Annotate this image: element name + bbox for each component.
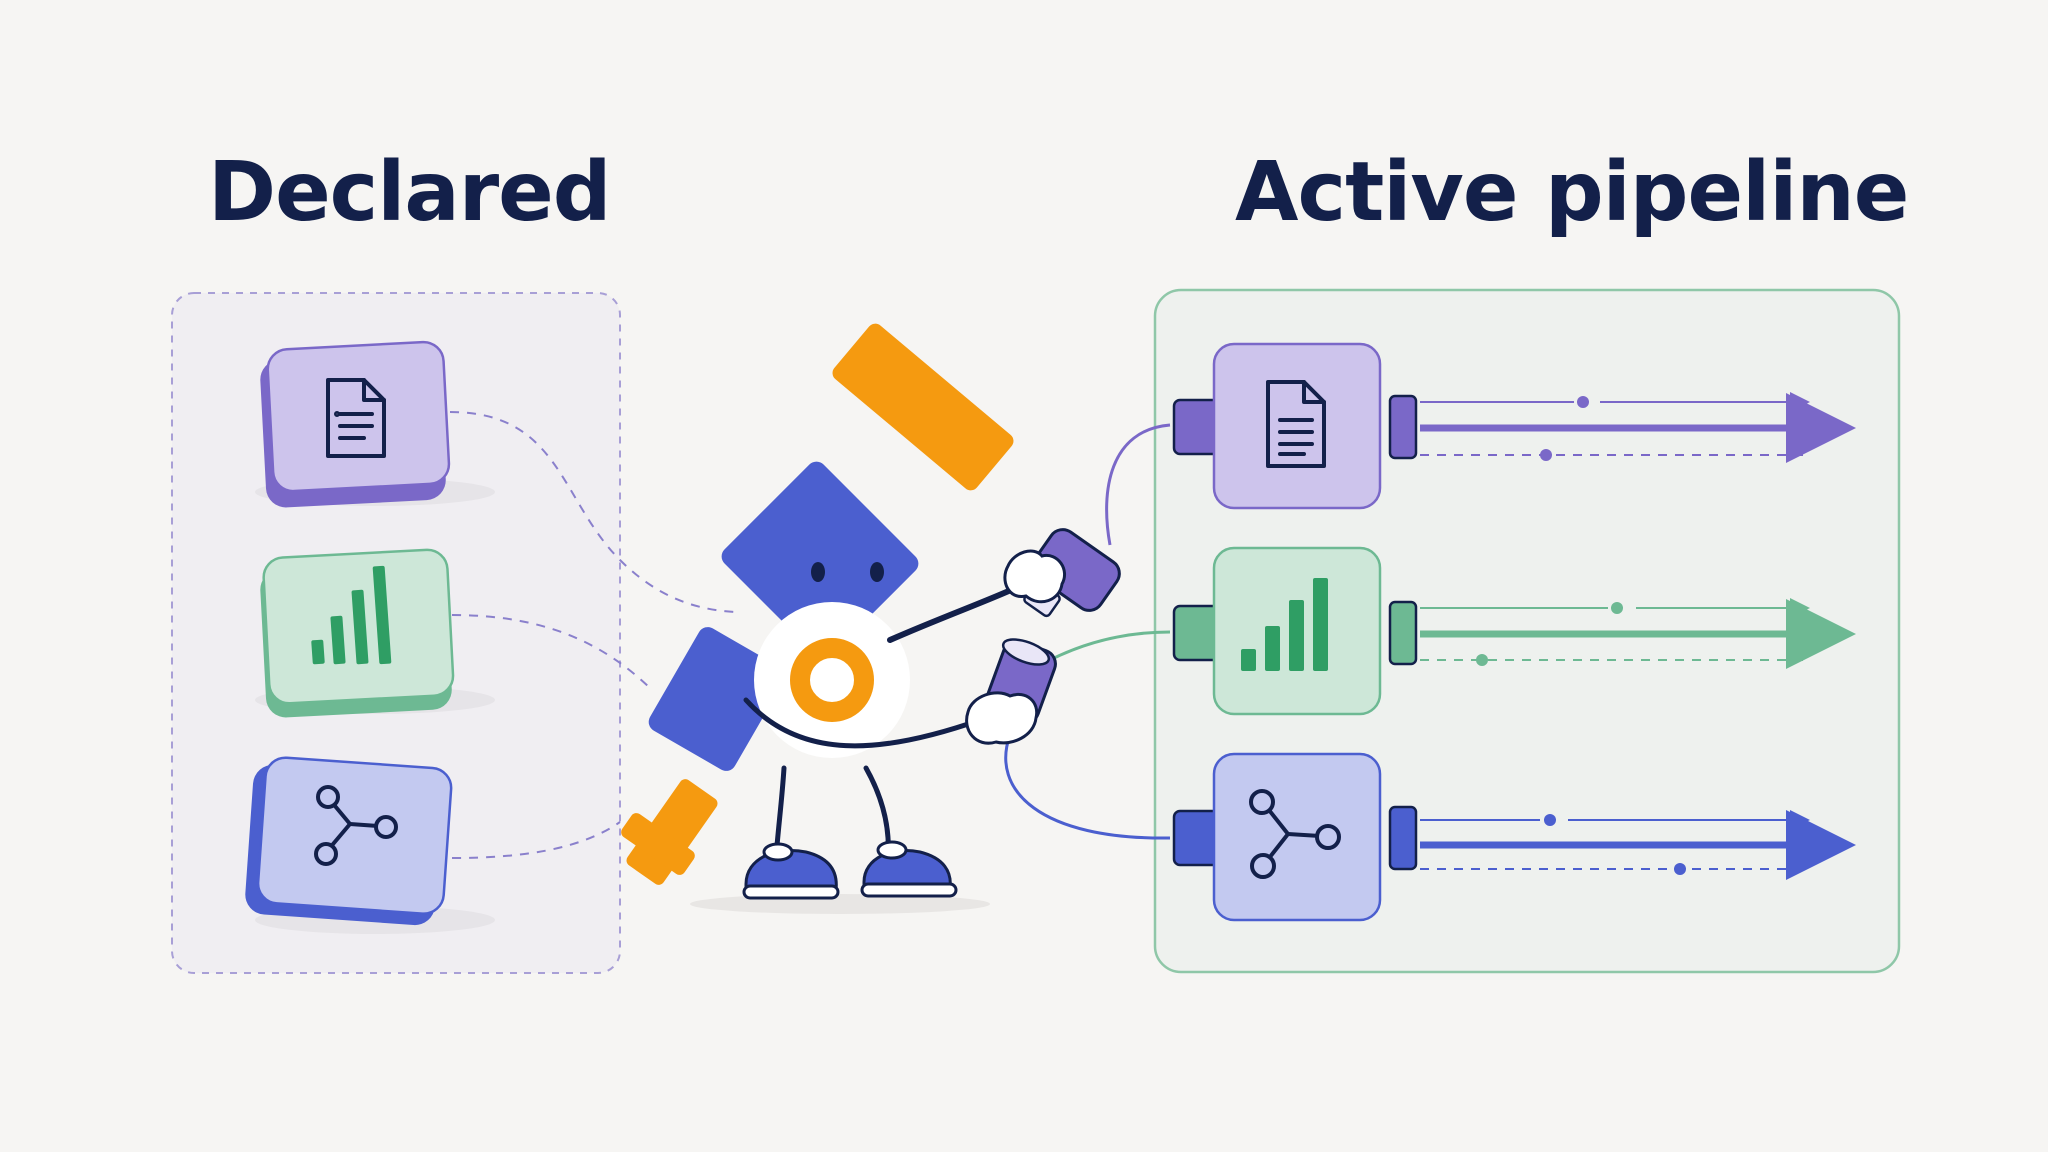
declared-connectors bbox=[449, 411, 736, 859]
left-shoe bbox=[742, 842, 840, 900]
bar-chart-icon bbox=[1241, 578, 1328, 671]
share-nodes-icon bbox=[1249, 789, 1341, 879]
declared-heading: Declared bbox=[208, 145, 611, 240]
document-icon bbox=[326, 378, 386, 458]
declared-chart-card[interactable] bbox=[255, 548, 495, 719]
upper-plug bbox=[1003, 528, 1121, 618]
document-icon bbox=[1266, 380, 1326, 468]
pipeline-row-document[interactable] bbox=[1172, 342, 1856, 510]
declared-graph-card[interactable] bbox=[244, 756, 495, 934]
cables bbox=[1004, 423, 1171, 840]
share-nodes-icon bbox=[314, 785, 398, 866]
flow-lines-document bbox=[1420, 392, 1856, 463]
flow-lines-chart bbox=[1420, 598, 1856, 669]
pipeline-row-graph[interactable] bbox=[1172, 752, 1856, 922]
right-shoe bbox=[860, 840, 958, 898]
flow-lines-graph bbox=[1420, 810, 1856, 880]
active-pipeline-heading: Active pipeline bbox=[1235, 145, 1909, 240]
declared-document-card[interactable] bbox=[255, 340, 495, 508]
lower-plug bbox=[965, 638, 1057, 745]
robot-character bbox=[621, 323, 1121, 914]
pipeline-row-chart[interactable] bbox=[1172, 546, 1856, 716]
bar-chart-icon bbox=[311, 565, 392, 665]
